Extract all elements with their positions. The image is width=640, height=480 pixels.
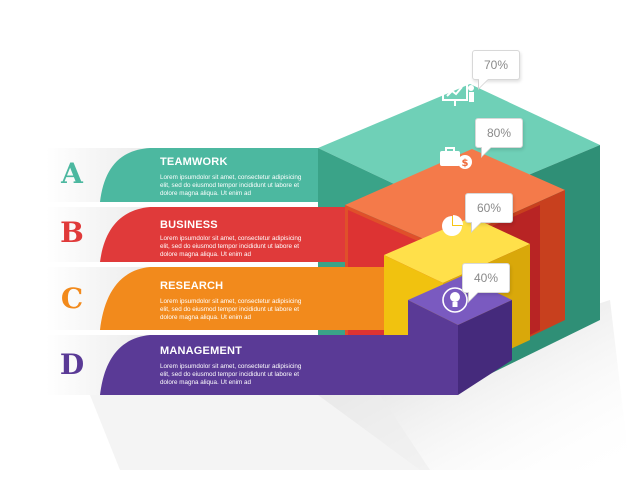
row-b-band: [92, 207, 345, 262]
row-c-band: [92, 267, 384, 330]
row-b-title: BUSINESS: [160, 219, 218, 231]
row-a-body: Lorem ipsumdolor sit amet, consectetur a…: [160, 174, 302, 198]
row-b-body: Lorem ipsumdolor sit amet, consectetur a…: [160, 235, 302, 259]
presentation-board-icon: [442, 81, 474, 106]
level-80-bubble: 80%: [475, 118, 523, 158]
row-c-title: RESEARCH: [160, 280, 224, 292]
row-b-letter: B: [60, 216, 84, 249]
tab-a: [46, 148, 150, 202]
row-a-letter: A: [61, 157, 83, 190]
pie-chart-icon: [442, 215, 463, 236]
tab-b: [46, 207, 150, 262]
row-a-title: TEAMWORK: [160, 156, 228, 168]
tab-d: [46, 335, 150, 395]
level-40-bubble: 40%: [462, 263, 510, 303]
row-d-band: [92, 335, 408, 395]
level-60-bubble: 60%: [465, 193, 513, 233]
row-d-title: MANAGEMENT: [160, 345, 243, 357]
floor-shadow-left: [90, 395, 430, 470]
level-70-bubble: 70%: [472, 50, 520, 90]
row-c-body: Lorem ipsumdolor sit amet, consectetur a…: [160, 298, 302, 322]
row-c-letter: C: [60, 282, 84, 315]
svg-text:$: $: [462, 158, 469, 169]
row-d-letter: D: [59, 348, 85, 381]
row-a-band: [92, 148, 318, 202]
row-d-body: Lorem ipsumdolor sit amet, consectetur a…: [160, 363, 302, 387]
lightbulb-idea-icon: [442, 287, 468, 313]
tab-c: [46, 267, 150, 330]
money-briefcase-icon: $: [440, 147, 472, 169]
